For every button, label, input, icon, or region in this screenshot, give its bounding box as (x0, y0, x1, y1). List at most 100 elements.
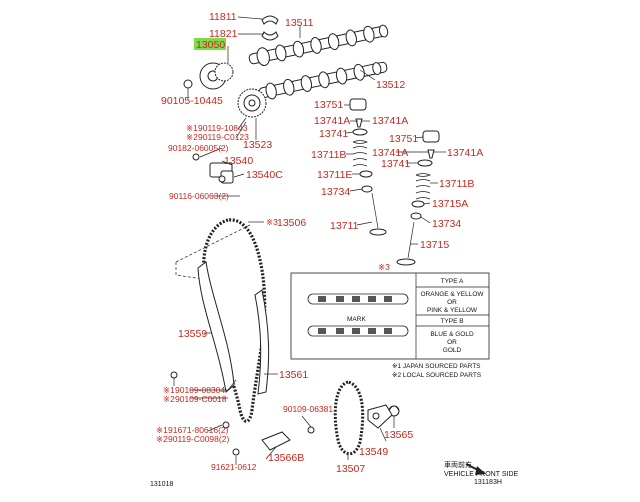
bolt-90109-a[interactable] (170, 371, 178, 386)
chain-strip-b (307, 325, 409, 337)
label-13711[interactable]: 13711 (330, 220, 359, 232)
chain-strip-a (307, 293, 409, 305)
tensioner-13540[interactable] (209, 162, 234, 184)
bolt-90109-c[interactable] (307, 426, 315, 434)
label-11821[interactable]: 11821 (209, 28, 238, 40)
bolt-91671[interactable] (222, 421, 230, 429)
code-left: 131018 (150, 481, 173, 488)
label-13511[interactable]: 13511 (285, 17, 314, 29)
label-13507[interactable]: 13507 (336, 463, 365, 475)
front-side-jp: 車両前方 (444, 460, 472, 469)
label-13561[interactable]: 13561 (279, 369, 308, 381)
seal-13734-b[interactable] (410, 212, 422, 220)
label-13715[interactable]: 13715 (420, 239, 449, 251)
bearing-11811[interactable] (261, 15, 279, 25)
type-b-line2: OR (447, 339, 457, 346)
slipper-13559[interactable] (197, 261, 235, 393)
vvt-gear-13050[interactable] (199, 62, 234, 90)
label-90182-06005[interactable]: 90182-06005(2) (168, 143, 229, 153)
label-13734-a[interactable]: 13734 (321, 186, 350, 198)
marker-6: ※1 (156, 425, 168, 435)
label-13741-a[interactable]: 13741 (319, 128, 348, 140)
guide-13561[interactable] (254, 289, 270, 395)
valve-13715[interactable] (396, 221, 416, 266)
bolt-90182[interactable] (192, 153, 200, 161)
label-13549[interactable]: 13549 (359, 446, 388, 458)
label-13711B-a[interactable]: 13711B (311, 149, 346, 161)
camshaft-13512[interactable] (258, 60, 388, 100)
type-b-header: TYPE B (440, 318, 463, 325)
note-local: ※2 LOCAL SOURCED PARTS (392, 372, 482, 379)
label-90105-10445[interactable]: 90105-10445 (161, 95, 223, 107)
bearing-11821[interactable] (261, 31, 279, 41)
label-13741-b[interactable]: 13741 (381, 158, 410, 170)
damper-13566B[interactable] (261, 431, 291, 451)
lever-13549[interactable] (367, 404, 393, 429)
note-japan: ※1 JAPAN SOURCED PARTS (392, 363, 481, 370)
label-13512[interactable]: 13512 (376, 79, 405, 91)
marker-7: ※2 (156, 434, 168, 444)
bolt-90105[interactable] (183, 79, 193, 98)
camshaft-13511[interactable] (248, 21, 389, 67)
highlight-13050 (194, 38, 226, 50)
label-90119-10843[interactable]: 90119-10843 (198, 123, 248, 133)
label-13559[interactable]: 13559 (178, 328, 207, 340)
retainer-13741-a[interactable] (352, 128, 368, 136)
label-90116-06063[interactable]: 90116-06063(2) (169, 191, 229, 201)
label-13715A[interactable]: 13715A (432, 198, 468, 210)
label-91671-80616[interactable]: 91671-80616(2) (168, 425, 229, 435)
type-a-line2: OR (447, 299, 457, 306)
label-13751-b[interactable]: 13751 (389, 133, 418, 145)
spring-13711B-b[interactable] (415, 173, 431, 200)
keeper-13741-a[interactable] (355, 118, 363, 128)
chain-13507[interactable] (333, 380, 365, 456)
type-a-line3: PINK & YELLOW (427, 307, 478, 314)
label-13711B-b[interactable]: 13711B (439, 178, 474, 190)
label-13741A-c[interactable]: 13741A (372, 147, 408, 159)
label-13506[interactable]: 13506 (277, 217, 306, 229)
marker-4: ※1 (163, 385, 175, 395)
retainer-13741-b[interactable] (417, 159, 433, 167)
timing-mark-inset: ※3 TYPE A ORANGE & YELLOW OR PINK & YELL… (290, 262, 490, 360)
label-90109-06381[interactable]: 90109-06381 (283, 404, 333, 414)
label-90119-C0098[interactable]: 90119-C0098(2) (168, 434, 229, 444)
front-arrow-icon (465, 463, 486, 475)
type-a-line1: ORANGE & YELLOW (420, 291, 484, 298)
label-13565[interactable]: 13565 (384, 429, 413, 441)
lifter-13751-a[interactable] (349, 98, 367, 111)
label-13741A-d[interactable]: 13741A (447, 147, 483, 159)
seal-13734-a[interactable] (361, 185, 373, 193)
label-13540C[interactable]: 13540C (246, 169, 283, 181)
label-11811[interactable]: 11811 (209, 11, 237, 23)
label-13741A-b[interactable]: 13741A (372, 115, 408, 127)
label-13566B[interactable]: 13566B (268, 452, 304, 464)
label-13751-a[interactable]: 13751 (314, 99, 343, 111)
marker-1: ※1 (186, 123, 198, 133)
code-right: 131183H (474, 479, 502, 486)
label-13540[interactable]: 13540 (224, 155, 253, 167)
sprocket-13523[interactable] (237, 88, 267, 118)
seat-13711E[interactable] (359, 170, 373, 178)
label-90109-08304[interactable]: 90109-08304 (175, 385, 225, 395)
spring-13711B-a[interactable] (352, 140, 368, 167)
marker-3: ※3 (266, 217, 278, 227)
type-a-header: TYPE A (441, 278, 464, 285)
leader-lines (187, 16, 446, 465)
valve-13711[interactable] (369, 192, 387, 236)
keeper-13741-b[interactable] (427, 149, 435, 159)
label-91621-0612[interactable]: 91621-0612 (211, 462, 257, 472)
dashed-leader (175, 224, 251, 263)
label-13734-b[interactable]: 13734 (432, 218, 461, 230)
label-13523[interactable]: 13523 (243, 139, 272, 151)
marker-5: ※2 (163, 394, 175, 404)
label-13050[interactable]: 13050 (196, 39, 225, 51)
bolt-91621[interactable] (232, 448, 240, 456)
label-90119-C0123[interactable]: 90119-C0123 (198, 132, 249, 142)
seat-13715A[interactable] (411, 200, 425, 208)
label-90109-C0018[interactable]: 90109-C0018 (175, 394, 227, 404)
lifter-13751-b[interactable] (422, 130, 440, 143)
label-13741A-a[interactable]: 13741A (314, 115, 350, 127)
label-13711E[interactable]: 13711E (317, 169, 352, 181)
